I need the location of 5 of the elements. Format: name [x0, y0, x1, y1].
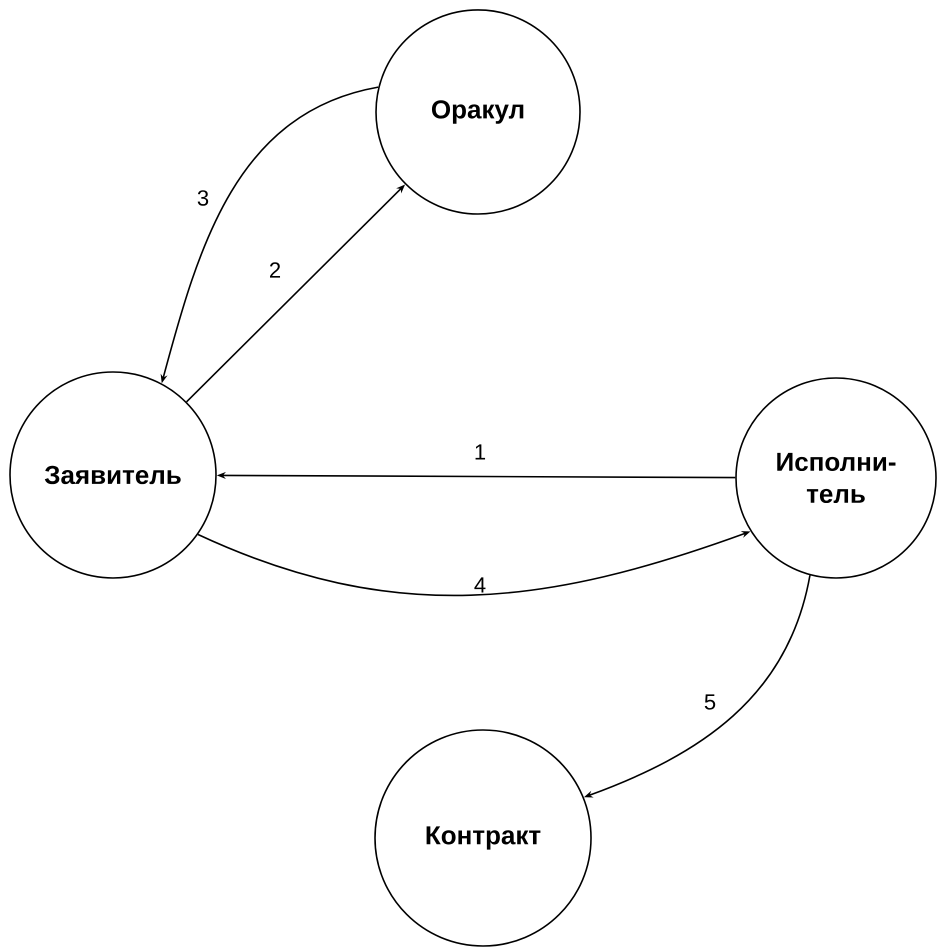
edge-label: 5	[704, 694, 716, 710]
edge-label: 3	[198, 190, 208, 206]
edge-label: 2	[270, 262, 280, 278]
edge-label: 4	[474, 577, 486, 593]
edge-label: 1	[476, 444, 486, 460]
